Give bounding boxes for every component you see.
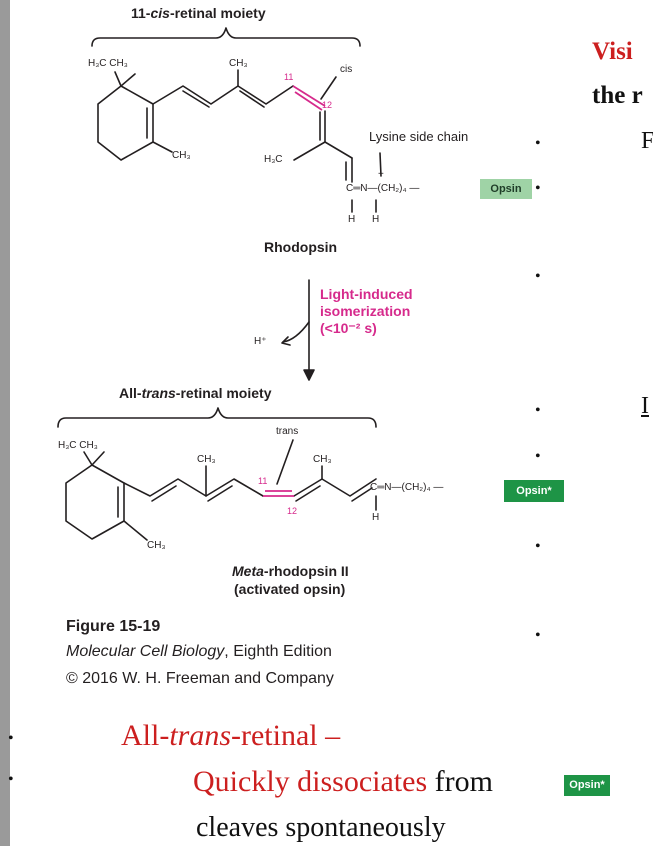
slide-bullet-3: • (535, 268, 541, 285)
slide-bullet-text-f: F (641, 128, 653, 154)
slide-bullet-5: • (535, 448, 541, 465)
bottom-methyl-a-label: CH₃ (197, 454, 216, 465)
bottom-moiety-label: All-trans-retinal moiety (119, 385, 272, 401)
schiff-h-left: H (348, 214, 356, 225)
trans-label: trans (276, 426, 299, 437)
time-scale-label: (<10⁻² s) (320, 320, 377, 336)
schiff-h-right: H (372, 214, 380, 225)
left-edge-bar (0, 0, 10, 846)
schiff-base-top: C═N—(CH₂)₄ — (346, 183, 420, 194)
figure-number: Figure 15-19 (66, 618, 161, 635)
top-mid-methyl-label: CH₃ (229, 58, 248, 69)
lysine-side-chain-label: Lysine side chain (369, 129, 469, 144)
top-branch-methyl-label: H₃C (264, 154, 283, 165)
bottom-opsin-star-box: Opsin* (564, 775, 610, 796)
slide-bullet-2: • (535, 180, 541, 197)
book-citation: Molecular Cell Biology, Eighth Edition (66, 643, 332, 660)
carbon-11-top-label: 11 (284, 72, 294, 82)
all-trans-retinal-line: All-trans-retinal – (121, 719, 341, 752)
top-ring (97, 85, 154, 161)
schiff-base-bottom: C═N—(CH₂)₄ — (370, 482, 444, 493)
light-induced-label: Light-induced (320, 286, 413, 302)
dissociates-line: Quickly dissociates from (193, 765, 493, 798)
bottom-ring-methyl-label: CH₃ (147, 540, 166, 551)
top-moiety-label: 11-cis-retinal moiety (131, 5, 266, 21)
meta-rhodopsin-label: Meta-rhodopsin II (232, 563, 349, 579)
activated-opsin-label: (activated opsin) (234, 581, 346, 597)
cis-label: cis (340, 64, 353, 75)
slide-title-line1: Visi (592, 38, 633, 65)
top-ring-methyl-label: CH₃ (172, 150, 191, 161)
opsin-box: Opsin (480, 179, 532, 199)
top-gem-dimethyl-label: H₃C CH₃ (88, 58, 128, 69)
top-brace (91, 27, 361, 47)
rhodopsin-label: Rhodopsin (264, 239, 338, 255)
carbon-12-top-label: 12 (322, 100, 333, 110)
bottom-methyl-b-label: CH₃ (313, 454, 332, 465)
bottom-bullet-1: • (8, 730, 14, 747)
bottom-brace (57, 407, 377, 428)
cleaves-line: cleaves spontaneously (196, 812, 446, 843)
slide-bullet-4: • (535, 402, 541, 419)
slide-underlined-text: I (641, 393, 649, 419)
slide-bullet-7: • (535, 627, 541, 644)
h-plus-label: H⁺ (254, 336, 267, 347)
bottom-bullet-2: • (8, 771, 14, 788)
bottom-gem-dimethyl-label: H₃C CH₃ (58, 440, 98, 451)
copyright-line: © 2016 W. H. Freeman and Company (66, 670, 334, 687)
opsin-star-box: Opsin* (504, 480, 564, 502)
isomerization-label: isomerization (320, 303, 411, 319)
bottom-ring (65, 464, 125, 540)
slide-bullet-6: • (535, 538, 541, 555)
carbon-12-bottom-label: 12 (287, 506, 298, 516)
slide-bullet-1: • (535, 135, 541, 152)
schiff-h-bottom: H (372, 512, 380, 523)
carbon-11-bottom-label: 11 (258, 476, 268, 486)
plus-charge: + (378, 169, 384, 180)
slide-title-line2: the r (592, 82, 643, 109)
